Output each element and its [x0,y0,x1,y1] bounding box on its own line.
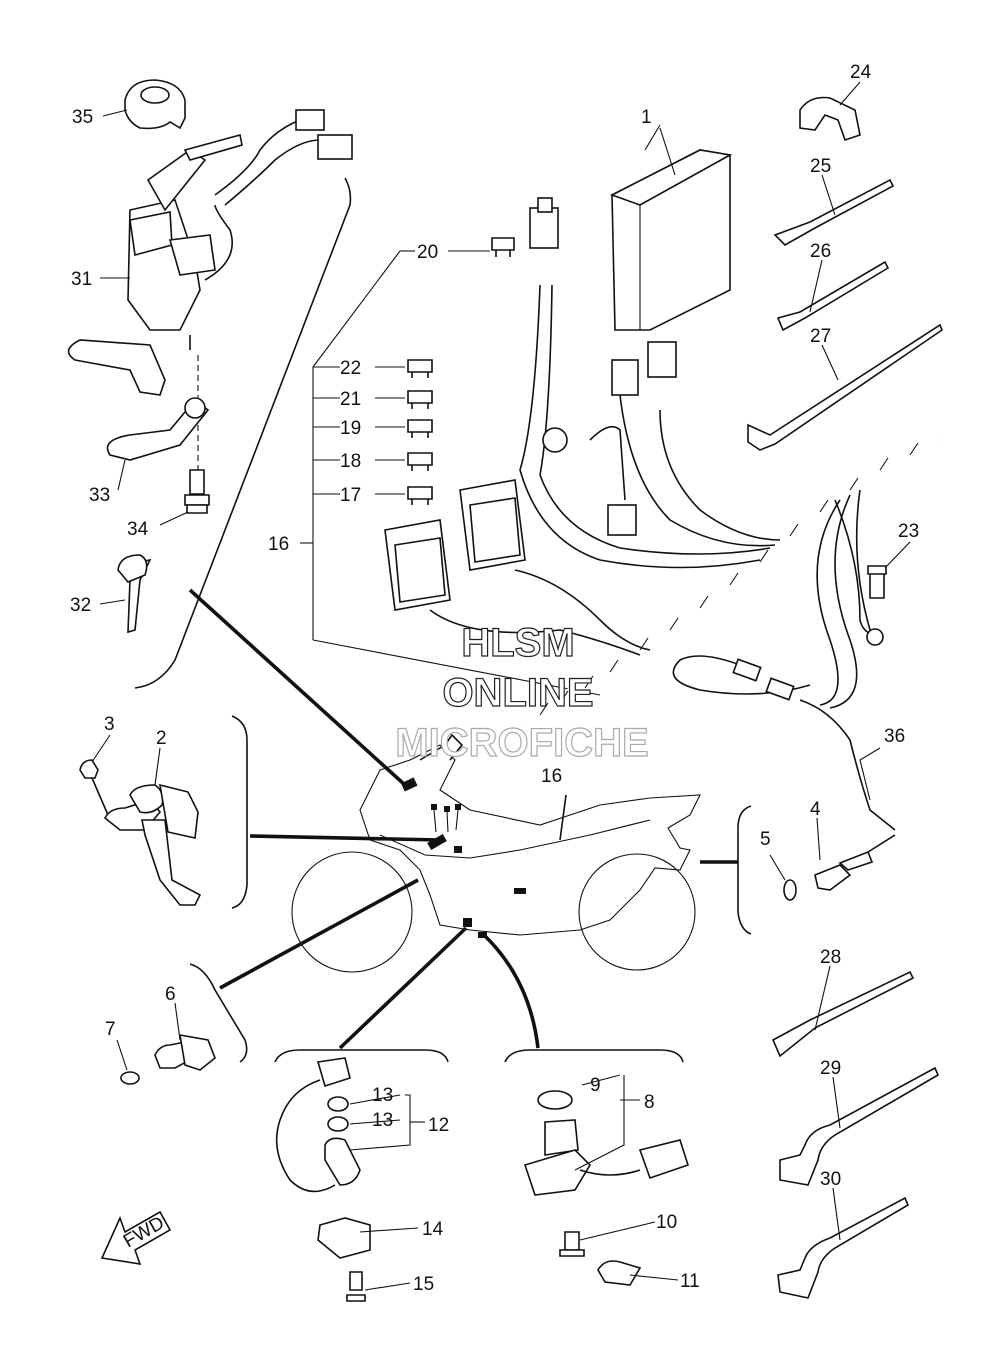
callout-20: 20 [417,242,438,263]
ecu-unit-1 [609,124,733,331]
main-switch-assembly [67,79,353,634]
callout-5: 5 [760,829,771,850]
callout-3: 3 [104,714,115,735]
sensor-assembly-8 [523,1090,690,1286]
fuse-17 [375,486,433,505]
watermark: HLSM ONLINE MICROFICHE [395,620,650,765]
cable-tie-27 [747,323,943,451]
callout-2: 2 [156,728,167,749]
callout-21: 21 [340,389,361,410]
callout-23: 23 [898,521,919,542]
watermark-line-3: MICROFICHE [395,721,648,765]
crank-sensor-assembly [79,759,202,906]
callout-33: 33 [89,485,110,506]
callout-6: 6 [165,984,176,1005]
watermark-line-1: HLSM [461,621,574,665]
fwd-label: FWD [120,1213,168,1253]
callout-24: 24 [850,62,872,83]
cable-tie-29 [779,1066,940,1186]
callout-16-central: 16 [541,766,562,787]
callout-7: 7 [105,1019,116,1040]
callout-labels: 1 2 3 4 5 6 7 8 9 10 11 12 13 13 14 15 1… [70,62,919,1295]
wire-harness [384,197,943,831]
callout-25: 25 [810,156,831,177]
callout-12: 12 [428,1115,449,1136]
sensor-assembly-12 [275,1057,371,1302]
callout-13b: 13 [372,1110,393,1131]
relay-b [459,479,526,571]
callout-26: 26 [810,241,831,262]
callout-10: 10 [656,1212,677,1233]
callout-8: 8 [644,1092,655,1113]
fuse-21 [375,390,433,409]
o2-sensor-4 [783,834,896,901]
callout-15: 15 [413,1274,434,1295]
callout-11: 11 [680,1271,700,1292]
motorcycle-outline [291,733,701,973]
callout-22: 22 [340,358,361,379]
watermark-line-2: ONLINE [442,671,593,715]
fuse-20 [448,237,515,257]
callout-leaders [91,81,911,1291]
fuse-19 [375,419,433,438]
callout-19: 19 [340,418,361,439]
callout-35: 35 [72,107,93,128]
cable-tie-30 [777,1196,910,1299]
callout-27: 27 [810,326,831,347]
callout-17: 17 [340,485,361,506]
fuse-set [375,237,515,505]
callout-29: 29 [820,1058,841,1079]
callout-18: 18 [340,451,361,472]
callout-4: 4 [810,799,821,820]
harness-bracket-16 [300,250,601,696]
fuse-22 [375,359,433,378]
fuse-18 [375,452,433,471]
callout-36: 36 [884,726,905,747]
callout-28: 28 [820,947,841,968]
section-boundaries [134,177,752,1063]
callout-32: 32 [70,595,91,616]
callout-13a: 13 [372,1085,393,1106]
callout-16-bracket: 16 [268,534,289,555]
callout-30: 30 [820,1169,841,1190]
callout-14: 14 [422,1219,444,1240]
callout-31: 31 [71,269,92,290]
callout-9: 9 [590,1075,601,1096]
callout-1: 1 [641,107,652,128]
cable-tie-28 [771,970,915,1058]
fwd-direction-arrow: FWD [100,1210,172,1266]
relay-a [384,519,451,611]
callout-34: 34 [127,519,149,540]
clamp-24 [799,96,861,142]
neutral-switch-6 [120,1034,216,1085]
cable-tie-26 [776,260,890,332]
